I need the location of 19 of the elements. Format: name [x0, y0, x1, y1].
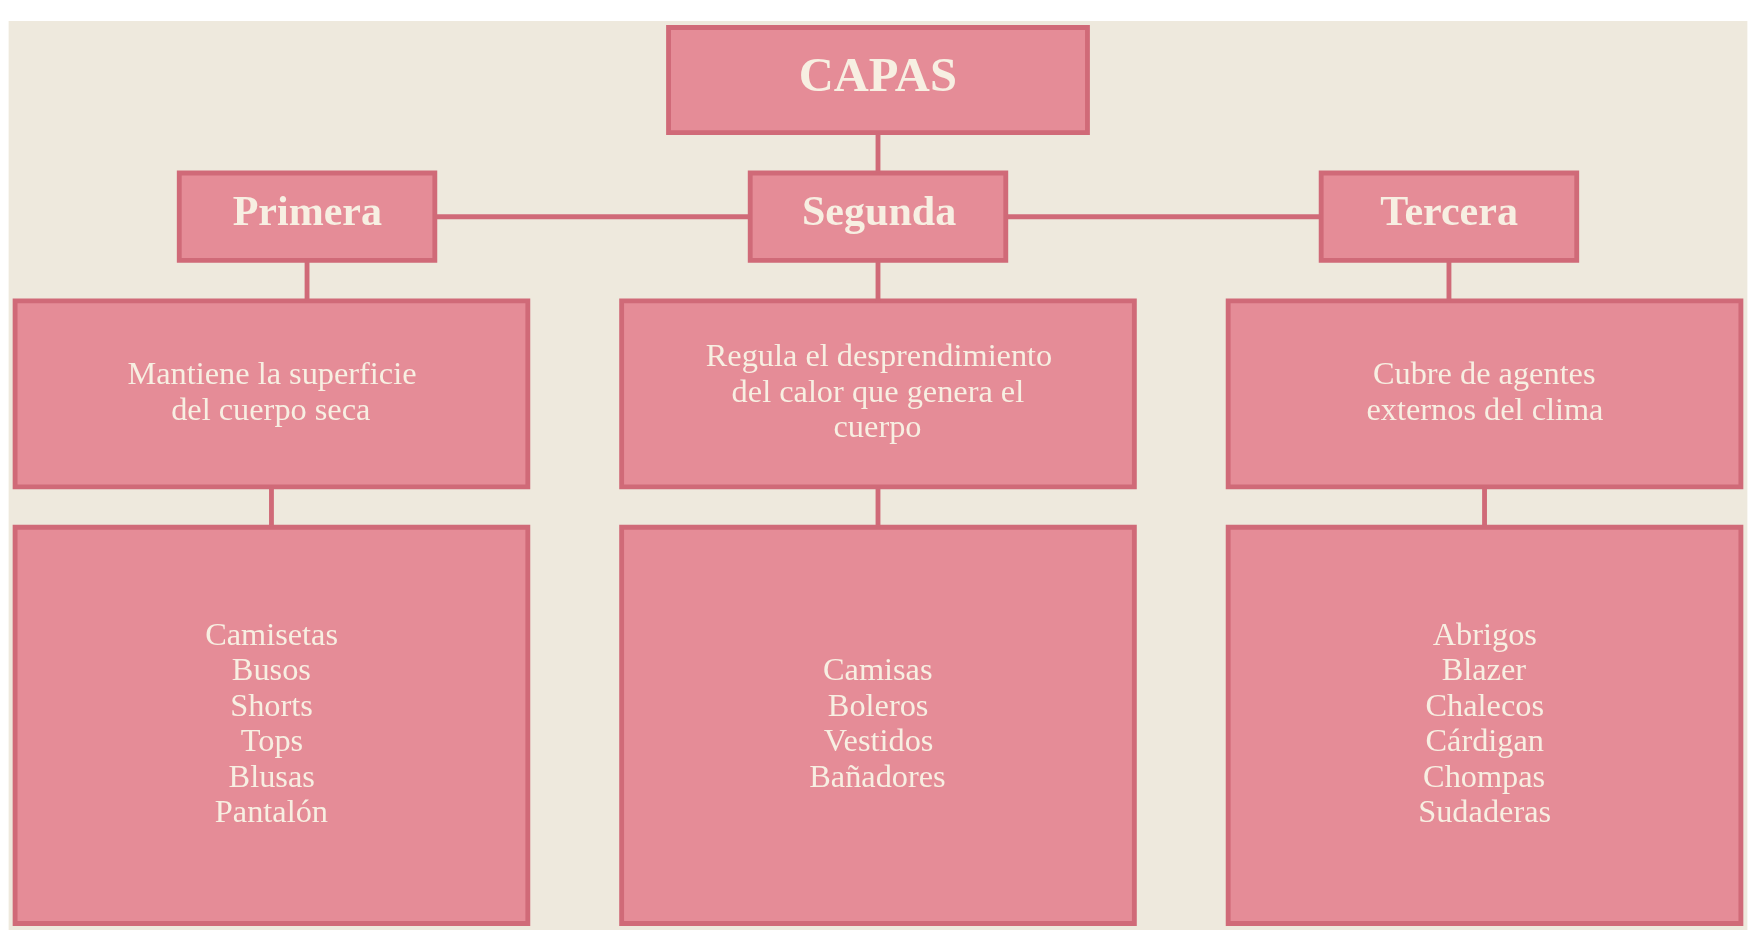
connector: [1006, 213, 1321, 219]
connector: [435, 213, 750, 219]
node-box: Mantiene la superficie del cuerpo seca: [12, 297, 531, 489]
connector: [269, 486, 274, 527]
connector: [1482, 486, 1487, 527]
node-box: Regula el desprendimiento del calor que genera el cuerpo: [619, 297, 1137, 489]
connector: [875, 132, 881, 173]
connector: [304, 260, 310, 301]
node-box: Abrigos Blazer Chalecos Cárdigan Chompas Sudaderas: [1225, 524, 1744, 926]
connector: [875, 486, 881, 527]
node-box: Camisetas Busos Shorts Tops Blusas Pantalón: [12, 524, 531, 926]
node-box: Primera: [176, 170, 438, 263]
node-box: Segunda: [747, 170, 1009, 263]
node-box: Tercera: [1318, 170, 1580, 263]
node-box: Cubre de agentes externos del clima: [1225, 297, 1744, 489]
connector: [875, 260, 881, 301]
node-box: Camisas Boleros Vestidos Bañadores: [619, 524, 1137, 926]
node-box: CAPAS: [666, 24, 1090, 135]
connector: [1446, 260, 1452, 301]
